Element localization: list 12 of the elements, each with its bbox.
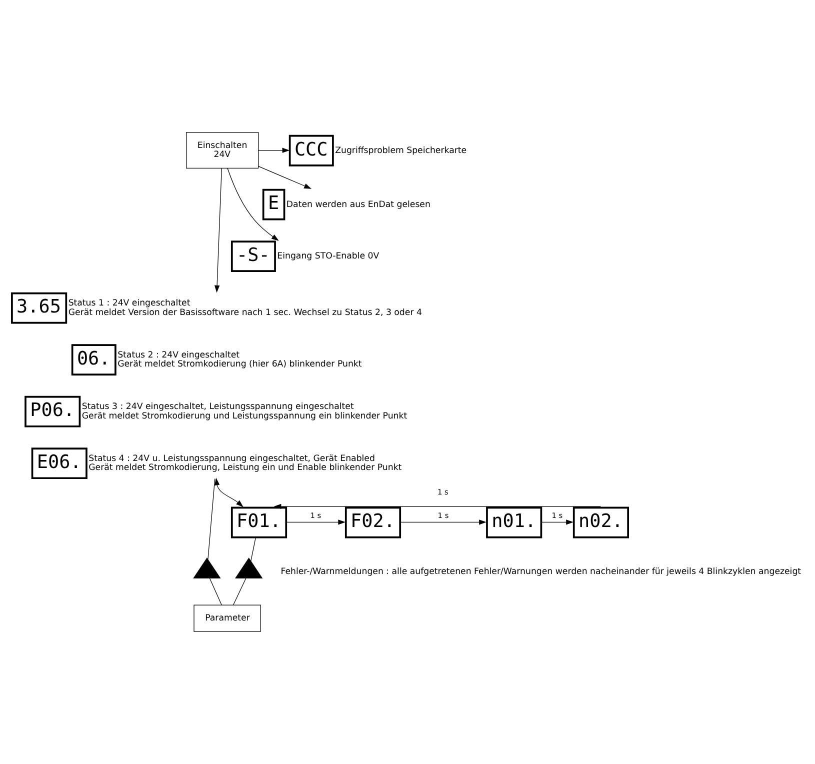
node-label: Gerät meldet Stromkodierung und Leistungsspannung ein blinkender Punkt — [82, 411, 408, 422]
label: Fehler-/Warnmeldungen : alle aufgetretenen Fehler/Warnungen werden nacheinander für jeweils 4 Blinkzyklen angezeigt — [280, 566, 802, 577]
node-label: Daten werden aus EnDat gelesen — [286, 200, 430, 210]
node-label: Status 3 : 24V eingeschaltet, Leistungsspannung eingeschaltet — [82, 402, 354, 412]
node-label: Status 2 : 24V eingeschaltet — [118, 350, 240, 360]
node-label: Gerät meldet Stromkodierung (hier 6A) blinkender Punkt — [118, 360, 362, 370]
node-label: Status 4 : 24V u. Leistungsspannung eingeschaltet, Gerät Enabled — [88, 454, 375, 464]
node-label: Zugriffsproblem Speicherkarte — [335, 146, 467, 156]
node-label: Status 1 : 24V eingeschaltet — [68, 298, 190, 309]
node-label: Gerät meldet Stromkodierung, Leistung ein und Enable blinkender Punkt — [88, 463, 402, 474]
node-label: Gerät meldet Version der Basissoftware nach 1 sec. Wechsel zu Status 2, 3 oder 4 — [68, 308, 422, 318]
node-label: Eingang STO-Enable 0V — [277, 252, 380, 262]
